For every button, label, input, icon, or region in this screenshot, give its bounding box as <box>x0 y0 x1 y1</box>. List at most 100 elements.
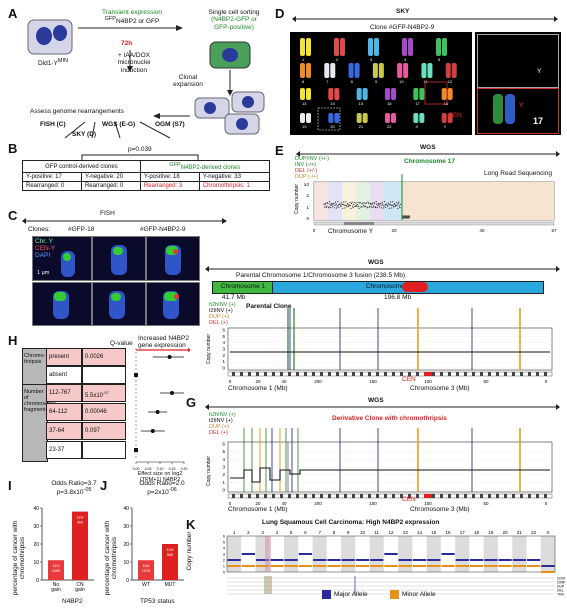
x-tick-label: 50 <box>483 501 489 506</box>
x-tick-label: 20 <box>255 379 261 384</box>
increase-arrow-head <box>188 348 190 352</box>
chromosome <box>442 38 447 56</box>
data-point <box>390 204 392 206</box>
y-tick-label: 3 <box>222 347 225 352</box>
ideogram <box>227 371 553 377</box>
track-label: DUP (+) <box>209 314 229 320</box>
ideogram-band <box>544 372 547 376</box>
data-point <box>343 201 345 203</box>
chromosome <box>328 88 334 100</box>
y-tick-label: 1 <box>222 480 225 485</box>
chromosome <box>403 63 409 78</box>
region-band <box>314 182 328 220</box>
x-tick-label: 0 <box>313 228 316 233</box>
data-point <box>376 203 378 205</box>
chromosome <box>391 88 396 100</box>
chromosome <box>408 38 413 56</box>
chromosome <box>306 88 311 100</box>
ideogram-band <box>504 372 507 376</box>
x-tick-label: 40 <box>281 379 287 384</box>
wgs-arrow-f <box>205 266 560 272</box>
panel-letter-a: A <box>8 6 18 21</box>
data-point <box>356 203 359 206</box>
data-point <box>371 202 373 204</box>
data-point <box>326 205 328 207</box>
forest-qvalue <box>82 366 126 384</box>
chromosome <box>402 38 407 56</box>
ideogram-band <box>256 494 259 498</box>
ideogram-band <box>368 372 371 376</box>
ideogram-band <box>392 372 395 376</box>
chromosome-number: 12 <box>448 79 453 84</box>
data-point <box>387 202 389 204</box>
chromosome-number: 7 <box>326 79 329 84</box>
chromosome-number: Y <box>444 124 447 129</box>
minor-allele-segment <box>313 565 327 567</box>
data-point <box>356 205 358 208</box>
legend-minor-swatch <box>390 590 399 599</box>
chromosome-label: 9 <box>347 530 350 535</box>
panel-letter-c: C <box>8 208 18 223</box>
track-label: h2hINV (+) <box>209 302 236 308</box>
ideogram-band <box>304 372 307 376</box>
y-tick-label: 20 <box>123 542 129 548</box>
bar-label: 116/ <box>142 564 150 568</box>
data-point <box>375 206 377 208</box>
data-point <box>377 202 380 205</box>
ideogram-band <box>536 494 539 498</box>
chromosome <box>356 113 362 123</box>
data-point <box>347 203 349 206</box>
minor-allele-segment <box>327 565 341 567</box>
data-point <box>385 206 387 208</box>
y-tick-label: 10 <box>123 560 129 566</box>
chromosome-band <box>483 536 498 572</box>
chromosome-label: 21 <box>517 530 523 535</box>
sky-inset: Y Y 17 <box>475 32 561 135</box>
data-point <box>359 201 361 204</box>
xlabel-j: TP53 status <box>140 598 175 605</box>
chromosome-band <box>312 536 327 572</box>
minor-allele-segment <box>270 565 284 567</box>
data-point <box>367 202 370 204</box>
chromosome <box>451 63 457 78</box>
region-band <box>384 182 402 220</box>
ideogram-band <box>232 372 235 376</box>
major-allele-segment <box>398 559 412 561</box>
y-tick-label: 2 <box>222 472 225 477</box>
minor-allele-segment <box>484 565 498 567</box>
inset-y2-label: Y <box>519 102 524 109</box>
ideogram-band <box>312 494 315 498</box>
ideogram-band <box>288 494 291 498</box>
chromosome-band <box>512 536 527 572</box>
major-allele-segment <box>498 559 512 561</box>
major-allele-segment <box>541 565 555 567</box>
x-tick-label: 0 <box>229 501 232 506</box>
data-point <box>351 201 353 203</box>
chromosome-label: 4 <box>276 530 279 535</box>
ideogram-band <box>480 494 483 498</box>
estimate-point <box>170 391 174 395</box>
chromosome <box>354 63 360 78</box>
forest-table: Chromo-thripsis Number of chromosome fra… <box>22 348 128 470</box>
data-point <box>367 201 369 203</box>
data-point <box>329 203 331 205</box>
minor-allele-segment <box>241 565 256 567</box>
data-point <box>353 201 355 203</box>
region-band <box>370 182 384 220</box>
y-tick-label: 5 <box>223 541 225 545</box>
y-tick-label: 0 <box>223 571 225 575</box>
data-point <box>405 217 407 219</box>
chromosome-label: 10 <box>360 530 366 535</box>
y-axis-label: Copy number <box>206 334 212 364</box>
data-point <box>352 205 354 207</box>
chromosome-label: 18 <box>474 530 480 535</box>
data-point <box>399 203 402 206</box>
data-point <box>324 203 326 205</box>
major-allele-segment <box>412 559 427 561</box>
y-tick-label: 0 <box>306 216 309 221</box>
y-tick-label: 0 <box>126 578 129 584</box>
clone-gfp18-label: #GFP-18 <box>68 226 95 233</box>
forest-row-label: present <box>46 348 82 366</box>
data-point <box>363 204 365 206</box>
